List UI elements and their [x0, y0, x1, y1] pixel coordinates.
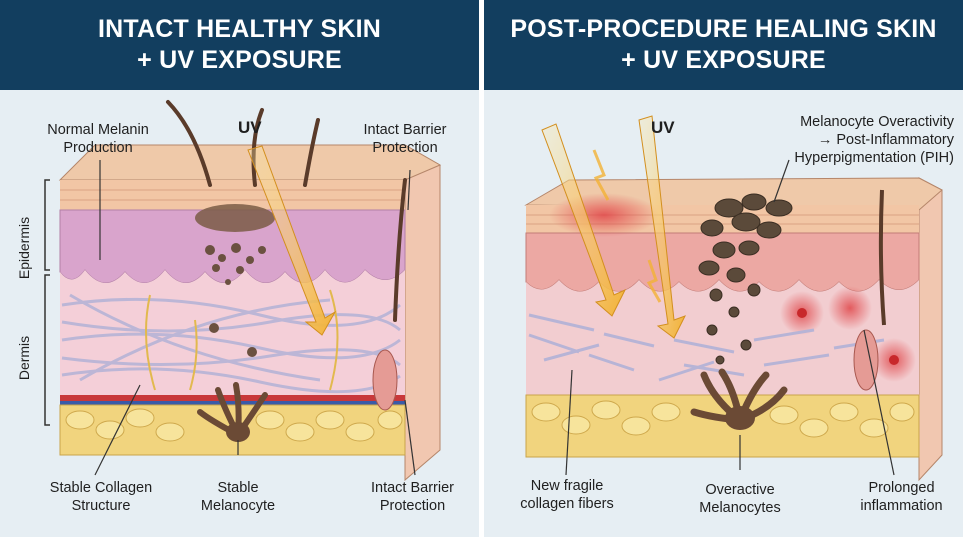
healthy-title-line2: + UV EXPOSURE [137, 46, 342, 74]
dermis-side-label: Dermis [4, 320, 44, 400]
barrier-bottom-line1: Intact Barrier [371, 480, 454, 496]
label-stable-melanocyte: Stable Melanocyte [188, 479, 288, 515]
uv-arrows-healing [541, 115, 687, 339]
stable-melanocyte [197, 382, 268, 438]
label-intact-barrier-bottom: Intact Barrier Protection [350, 479, 475, 515]
healing-title-line2: + UV EXPOSURE [621, 46, 826, 74]
healthy-skin-illustration [44, 100, 442, 482]
label-prolonged-inflammation: Prolonged inflammation [844, 479, 959, 515]
barrier-bottom-line2: Protection [379, 498, 446, 514]
hyperpigmentation-clusters [698, 193, 793, 365]
normal-melanin-line2: Production [63, 140, 133, 156]
healthy-skin-panel: INTACT HEALTHY SKIN + UV EXPOSURE [0, 0, 479, 537]
uv-arrow-healthy [247, 145, 337, 336]
uv-label-healthy: UV [238, 118, 262, 137]
healthy-panel-header: INTACT HEALTHY SKIN + UV EXPOSURE [0, 0, 479, 90]
label-pih: Melanocyte Overactivity → Post-Inflammat… [744, 113, 954, 167]
label-intact-barrier-top: Intact Barrier Protection [340, 121, 470, 157]
overactive-line2: Melanocytes [699, 500, 781, 516]
label-normal-melanin: Normal Melanin Production [28, 121, 168, 157]
label-overactive-melanocytes: Overactive Melanocytes [680, 481, 800, 517]
inflammation-line2: inflammation [860, 498, 943, 514]
healing-panel-header: POST-PROCEDURE HEALING SKIN + UV EXPOSUR… [484, 0, 963, 90]
healing-skin-panel: POST-PROCEDURE HEALING SKIN + UV EXPOSUR… [484, 0, 963, 537]
barrier-top-line1: Intact Barrier [363, 122, 447, 138]
epidermis-side-label: Epidermis [4, 210, 44, 290]
new-collagen-line1: New fragile [530, 478, 604, 494]
overactive-melanocyte [690, 368, 788, 424]
uv-label-healing: UV [651, 118, 675, 137]
healthy-title-line1: INTACT HEALTHY SKIN [98, 15, 381, 43]
dermis-text: Dermis [16, 335, 32, 381]
epidermis-text: Epidermis [16, 216, 32, 280]
stable-collagen-line1: Stable Collagen [49, 480, 153, 496]
pih-line3: Hyperpigmentation (PIH) [794, 150, 954, 166]
stable-collagen-fibers [61, 293, 401, 394]
hair-shafts [166, 100, 407, 322]
melanin-patch [195, 204, 275, 232]
new-collagen-line2: collagen fibers [520, 496, 614, 512]
stable-melanocyte-line2: Melanocyte [200, 498, 276, 514]
normal-melanin-line1: Normal Melanin [47, 122, 149, 138]
label-new-fragile-collagen: New fragile collagen fibers [502, 477, 632, 513]
overactive-line1: Overactive [705, 482, 775, 498]
inflammation-line1: Prolonged [868, 480, 935, 496]
healing-skin-illustration [524, 115, 943, 482]
pih-line1: Melanocyte Overactivity [800, 114, 954, 130]
pih-line2: → Post-Inflammatory [817, 132, 954, 148]
stable-melanocyte-line1: Stable [217, 480, 259, 496]
healing-title-line1: POST-PROCEDURE HEALING SKIN [510, 15, 937, 43]
panel-divider [479, 0, 484, 537]
barrier-top-line2: Protection [372, 140, 438, 156]
label-stable-collagen: Stable Collagen Structure [16, 479, 186, 515]
stable-collagen-line2: Structure [71, 498, 131, 514]
